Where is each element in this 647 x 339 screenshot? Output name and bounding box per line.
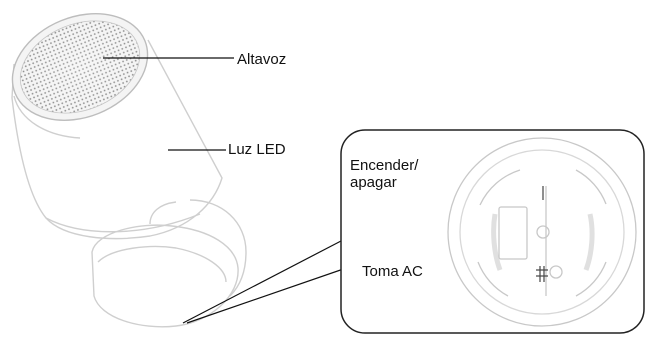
power-label-line2: apagar: [350, 174, 397, 191]
callout-pointer-lower: [186, 264, 356, 324]
speaker-label: Altavoz: [237, 51, 287, 68]
ac-socket-label: Toma AC: [362, 263, 423, 280]
speaker-grille: [11, 13, 149, 121]
ac-socket-mark: [536, 266, 548, 282]
power-label-line1: Encender/: [350, 157, 419, 174]
speaker-body: [11, 39, 223, 240]
led-light-label: Luz LED: [228, 141, 286, 158]
bottom-view: [447, 137, 637, 327]
speaker-base: [91, 199, 247, 328]
callout-pointer-upper: [182, 240, 342, 324]
